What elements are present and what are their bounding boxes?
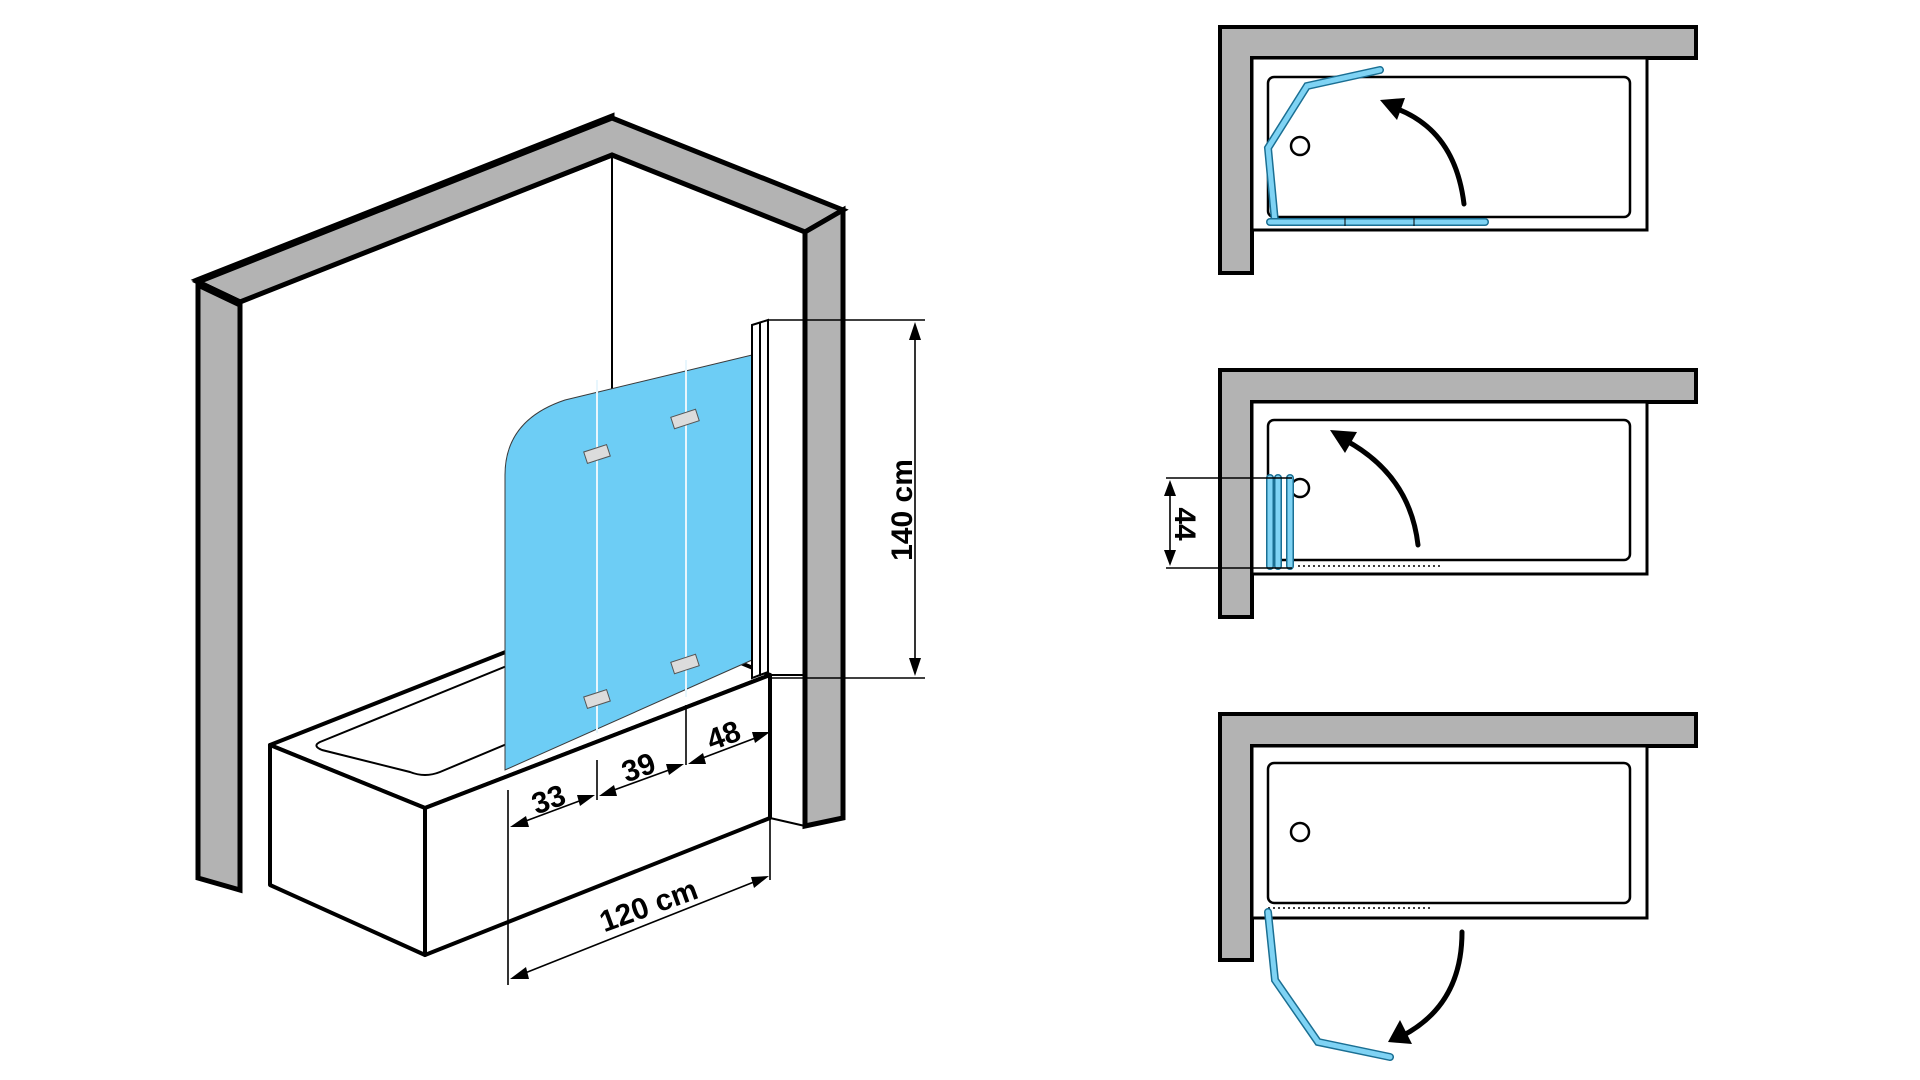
plan-view-folded: 44 (1164, 368, 1698, 619)
plan-view-open-outward (1218, 712, 1698, 1061)
perspective-view: 140 cm 33 39 48 120 cm (190, 112, 925, 985)
folded-depth-label: 44 (1168, 507, 1201, 541)
glass-screen (504, 318, 769, 771)
height-label: 140 cm (886, 459, 919, 561)
height-dimension: 140 cm (768, 319, 925, 679)
hinge-icon (583, 443, 611, 465)
hinge-icon (583, 688, 611, 710)
alcove-walls (190, 112, 849, 894)
hinge-icon (670, 653, 700, 675)
plan-view-open-inward (1218, 25, 1698, 275)
hinge-icon (670, 408, 700, 430)
